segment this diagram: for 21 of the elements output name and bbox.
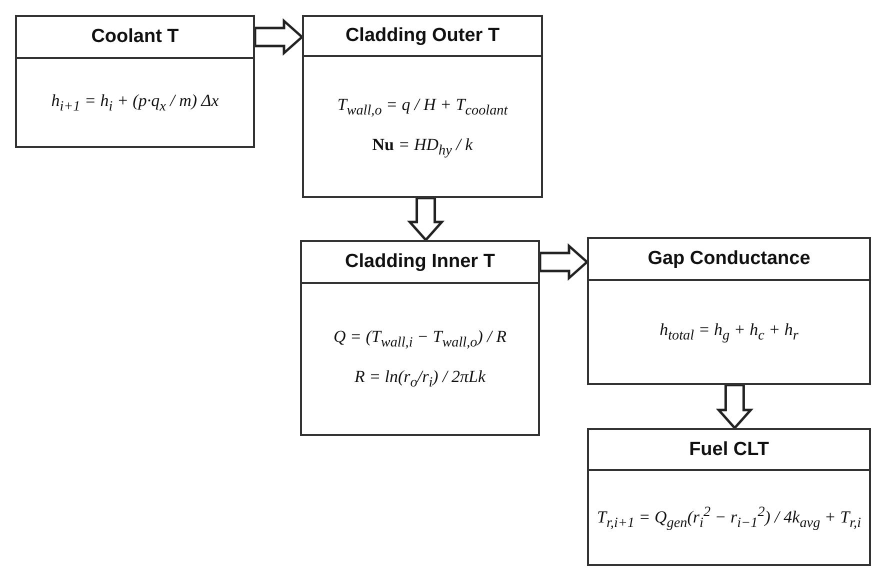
- equation: Nu = HD$_{hy}$ / k: [372, 134, 473, 160]
- equation: h$_{total}$ = h$_{g}$ + h$_{c}$ + h$_{r}$: [660, 319, 798, 345]
- box-heading: Coolant T: [91, 26, 179, 48]
- equation: Q = (T$_{wall,i}$ − T$_{wall,o}$) / R: [334, 326, 506, 352]
- equation: h$_{i+1}$ = h$_{i}$ + (p·q$_{x}$ / m) Δx: [51, 90, 219, 116]
- process-box: [300, 240, 540, 436]
- box-heading: Gap Conductance: [648, 248, 810, 270]
- block-arrow: [716, 384, 754, 430]
- block-arrow: [538, 243, 589, 281]
- process-box: [302, 15, 543, 198]
- block-arrow: [254, 18, 304, 56]
- box-heading: Fuel CLT: [689, 438, 769, 460]
- process-box: [587, 237, 871, 385]
- equation: T$_{r,i+1}$ = Q$_{gen}$(r$_{i}$$^{2}$ − r$_{i−1}$$^{2}$) / 4k$_{avg}$ + T$_{r,i}$: [597, 502, 861, 532]
- block-arrow: [407, 196, 445, 242]
- process-box: [15, 15, 255, 148]
- process-box: [587, 428, 871, 566]
- equation: T$_{wall,o}$ = q / H + T$_{coolant}$: [337, 94, 508, 120]
- equation: R = ln(r$_{o}$/r$_{i}$) / 2πLk: [354, 366, 486, 392]
- box-heading: Cladding Outer T: [345, 25, 500, 47]
- box-heading: Cladding Inner T: [345, 251, 495, 273]
